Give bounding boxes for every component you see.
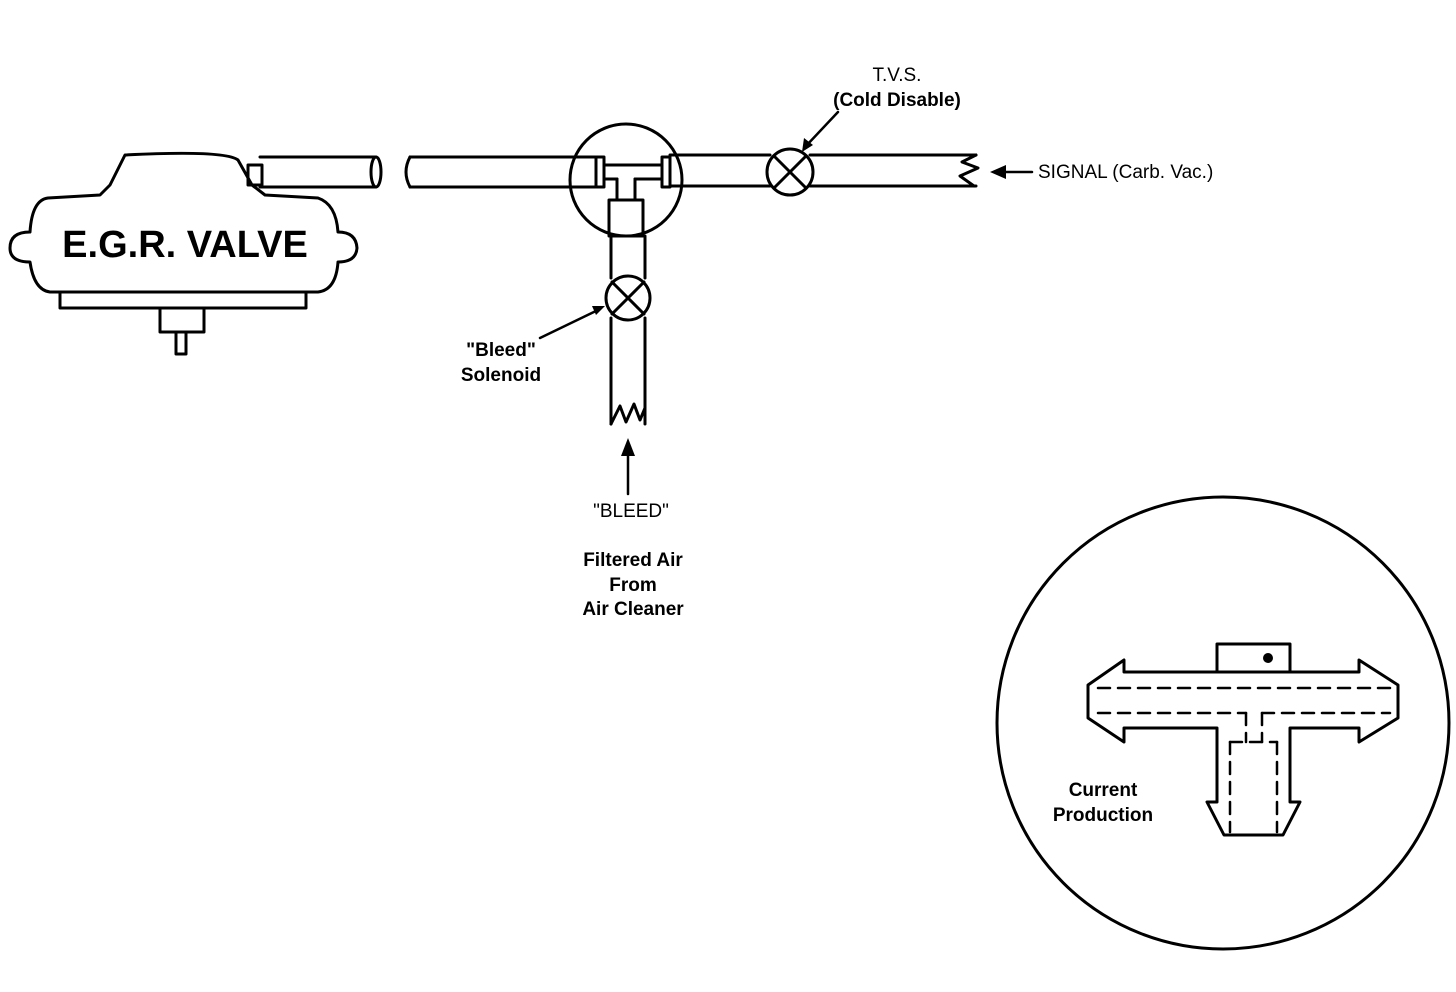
egr-valve-body xyxy=(8,151,359,294)
bleed-arrowhead xyxy=(621,438,635,456)
tvs-label-line1: T.V.S. xyxy=(873,65,922,86)
filtered-air-line2: From xyxy=(609,575,657,596)
tvs-label: T.V.S. (Cold Disable) xyxy=(802,65,961,152)
egr-hose-break-end-left xyxy=(369,155,383,189)
egr-hose xyxy=(246,155,598,189)
egr-valve-label: E.G.R. VALVE xyxy=(62,224,308,266)
bleed-heading: "BLEED" xyxy=(593,501,669,522)
egr-hose-stub xyxy=(246,163,264,187)
filtered-air-line3: Air Cleaner xyxy=(582,599,684,620)
bleed-line-break xyxy=(609,402,647,426)
current-production-detail: Current Production xyxy=(995,495,1451,951)
tvs-valve-circle xyxy=(765,147,815,197)
tee-left-collar xyxy=(594,155,606,189)
bleed-solenoid-leader-line xyxy=(538,308,600,340)
egr-hose-break-end-right xyxy=(404,155,412,189)
signal-label-text: SIGNAL (Carb. Vac.) xyxy=(1038,162,1213,183)
tee-fitting xyxy=(568,122,684,238)
tvs-leader-arrowhead xyxy=(802,138,813,152)
egr-valve-base-plate xyxy=(58,290,308,310)
bleed-solenoid-circle xyxy=(604,274,652,322)
tvs-leader-line xyxy=(804,110,840,148)
bleed-solenoid-label-line1: "Bleed" xyxy=(466,340,536,361)
detail-circle xyxy=(995,495,1451,951)
egr-valve: E.G.R. VALVE xyxy=(8,151,359,356)
current-production-label-line1: Current xyxy=(1069,780,1138,801)
bleed-inlet-label: "BLEED" Filtered Air From Air Cleaner xyxy=(582,438,684,620)
signal-line xyxy=(668,153,980,188)
tee-bottom-collar xyxy=(607,198,645,238)
tee-fitting-outline xyxy=(1086,642,1400,837)
egr-valve-stem xyxy=(174,330,188,356)
tee-detail-dot xyxy=(1263,653,1273,663)
filtered-air-line1: Filtered Air xyxy=(583,550,683,571)
current-production-label-line2: Production xyxy=(1053,805,1153,826)
signal-label: SIGNAL (Carb. Vac.) xyxy=(990,162,1213,183)
tee-detail-circle xyxy=(568,122,684,238)
bleed-solenoid-label: "Bleed" Solenoid xyxy=(461,306,605,386)
tvs-valve xyxy=(765,147,815,197)
bleed-line xyxy=(609,234,647,426)
signal-line-break xyxy=(958,153,980,188)
signal-arrowhead xyxy=(990,165,1006,179)
tee-right-collar xyxy=(660,155,672,189)
bleed-solenoid-leader-arrowhead xyxy=(592,306,605,315)
tvs-label-line2: (Cold Disable) xyxy=(833,90,961,111)
bleed-solenoid-label-line2: Solenoid xyxy=(461,365,541,386)
bleed-solenoid-valve xyxy=(604,274,652,322)
egr-valve-stem-housing xyxy=(158,306,206,334)
